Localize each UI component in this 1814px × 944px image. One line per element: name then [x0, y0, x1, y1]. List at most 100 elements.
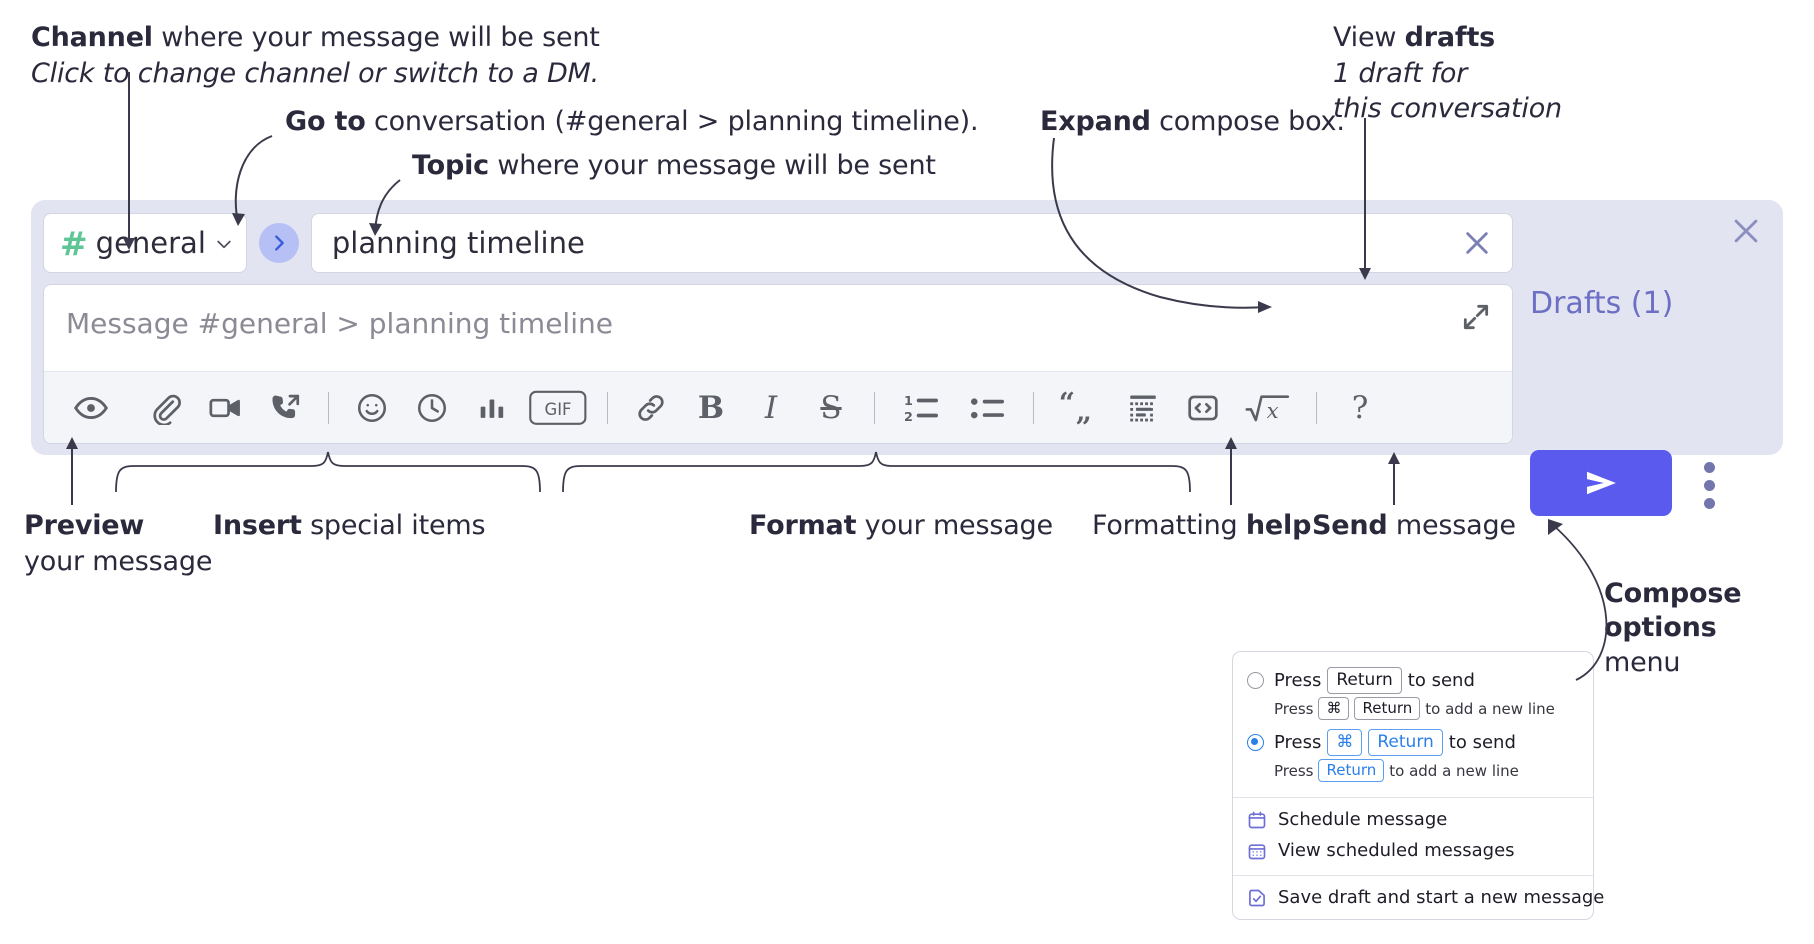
annotation-goto: Go to conversation (#general > planning … [285, 106, 979, 138]
toolbar-separator [328, 391, 329, 424]
hash-icon: # [60, 223, 88, 263]
brace-insert [115, 451, 541, 493]
bulleted-list-icon [970, 397, 1004, 418]
quote-icon: “ „ [1059, 391, 1092, 425]
menu-item-schedule-message[interactable]: Schedule message [1233, 804, 1593, 835]
annotation-format: Format your message [749, 510, 1053, 542]
reminder-button[interactable] [409, 385, 455, 431]
phone-icon [272, 394, 300, 418]
menu-divider [1233, 797, 1593, 798]
more-options-icon [1703, 461, 1715, 473]
emoji-button[interactable] [349, 385, 395, 431]
annotation-channel-rest: where your message will be sent [152, 22, 600, 53]
annotation-goto-bold: Go to [285, 106, 366, 137]
action-label: to send [1448, 732, 1516, 754]
blockquote-button[interactable]: “ „ [1054, 385, 1106, 431]
bar-chart-icon [480, 399, 504, 418]
attachment-button[interactable] [142, 385, 188, 431]
goto-conversation-button[interactable] [258, 223, 299, 263]
annotation-preview: Preview your message [24, 510, 212, 579]
svg-text:2: 2 [904, 409, 913, 424]
key-command: ⌘ [1318, 697, 1350, 720]
drafts-link[interactable]: Drafts (1) [1530, 286, 1674, 321]
formatting-help-button[interactable]: ? [1337, 385, 1383, 431]
menu-item-save-draft[interactable]: Save draft and start a new message [1233, 882, 1604, 913]
radio-cmd-return[interactable] [1247, 734, 1264, 752]
annotation-send-rest: message [1387, 510, 1516, 541]
codeblock-icon [1130, 395, 1156, 421]
annotation-channel: Channel where your message will be sent … [31, 22, 600, 91]
svg-text:1: 1 [904, 394, 913, 409]
compose-panel: # general planning timeline Message #gen… [31, 200, 1783, 455]
annotation-drafts-italic1: 1 draft for [1333, 58, 1468, 90]
annotation-channel-bold: Channel [31, 22, 153, 53]
poll-button[interactable] [469, 385, 515, 431]
annotation-insert-bold: Insert [213, 510, 302, 541]
eye-icon [74, 396, 108, 419]
key-command: ⌘ [1327, 729, 1363, 757]
question-icon: ? [1351, 389, 1369, 426]
radio-return[interactable] [1247, 672, 1264, 690]
send-button[interactable] [1530, 450, 1672, 516]
annotation-compose-rest: menu [1604, 646, 1681, 678]
menu-item-view-scheduled[interactable]: View scheduled messages [1233, 835, 1593, 866]
link-button[interactable] [628, 385, 674, 431]
send-option-cmd-return-text: Press ⌘ Return to send [1274, 729, 1516, 757]
preview-button[interactable] [68, 385, 114, 431]
bulleted-list-button[interactable] [961, 385, 1013, 431]
code-icon [1188, 395, 1218, 420]
expand-compose-button[interactable] [1460, 301, 1494, 335]
expand-icon [1463, 304, 1489, 330]
channel-selector[interactable]: # general [43, 213, 247, 273]
annotation-goto-rest: conversation (#general > planning timeli… [365, 106, 979, 137]
key-return: Return [1318, 759, 1385, 782]
clear-topic-button[interactable] [1460, 226, 1494, 260]
message-placeholder: Message #general > planning timeline [66, 307, 613, 340]
message-compose-box[interactable]: Message #general > planning timeline [43, 284, 1513, 444]
gif-button[interactable]: GIF [529, 385, 587, 431]
italic-button[interactable]: I [748, 385, 794, 431]
svg-text:“: “ [1059, 391, 1075, 419]
italic-icon: I [764, 389, 778, 426]
annotation-preview-line2: your message [24, 546, 213, 578]
topic-input[interactable]: planning timeline [310, 213, 1513, 273]
toolbar-separator [1033, 391, 1034, 424]
annotation-preview-bold: Preview [24, 510, 145, 541]
clock-icon [417, 393, 447, 422]
send-option-cmd-return[interactable]: Press ⌘ Return to send [1233, 726, 1593, 759]
calendar-icon [1248, 811, 1266, 828]
annotation-channel-italic: Click to change channel or switch to a D… [31, 58, 600, 90]
annotation-help-pre: Formatting [1092, 510, 1246, 541]
close-panel-button[interactable] [1729, 214, 1763, 248]
compose-options-button[interactable] [1698, 455, 1720, 515]
gif-icon: GIF [529, 390, 587, 425]
close-icon [1734, 219, 1758, 243]
annotation-topic-rest: where your message will be sent [488, 150, 936, 181]
compose-header-row: # general planning timeline [43, 212, 1513, 274]
latex-button[interactable]: x [1240, 385, 1296, 431]
smiley-icon [357, 393, 387, 422]
code-button[interactable] [1180, 385, 1226, 431]
chevron-down-icon [214, 234, 232, 252]
send-option-return-sub: Press ⌘ Return to add a new line [1233, 697, 1593, 726]
brace-format [562, 451, 1191, 493]
menu-item-label: View scheduled messages [1278, 840, 1515, 861]
key-return: Return [1327, 667, 1402, 695]
annotation-expand-rest: compose box. [1150, 106, 1345, 137]
video-icon [209, 398, 240, 417]
save-draft-icon [1249, 889, 1265, 906]
svg-text:GIF: GIF [544, 399, 571, 418]
video-clip-button[interactable] [202, 385, 248, 431]
huddle-button[interactable] [262, 385, 308, 431]
send-option-return[interactable]: Press Return to send [1233, 664, 1593, 697]
annotation-drafts-pre: View [1333, 22, 1405, 53]
bold-button[interactable]: B [688, 385, 734, 431]
menu-divider [1233, 875, 1593, 876]
calendar-grid-icon [1248, 843, 1266, 859]
annotation-send: Send message [1312, 510, 1516, 542]
code-block-button[interactable] [1120, 385, 1166, 431]
paperclip-icon [153, 394, 181, 425]
annotation-send-bold: Send [1312, 510, 1388, 541]
strikethrough-button[interactable]: S [808, 385, 854, 431]
ordered-list-button[interactable]: 1 2 [895, 385, 947, 431]
